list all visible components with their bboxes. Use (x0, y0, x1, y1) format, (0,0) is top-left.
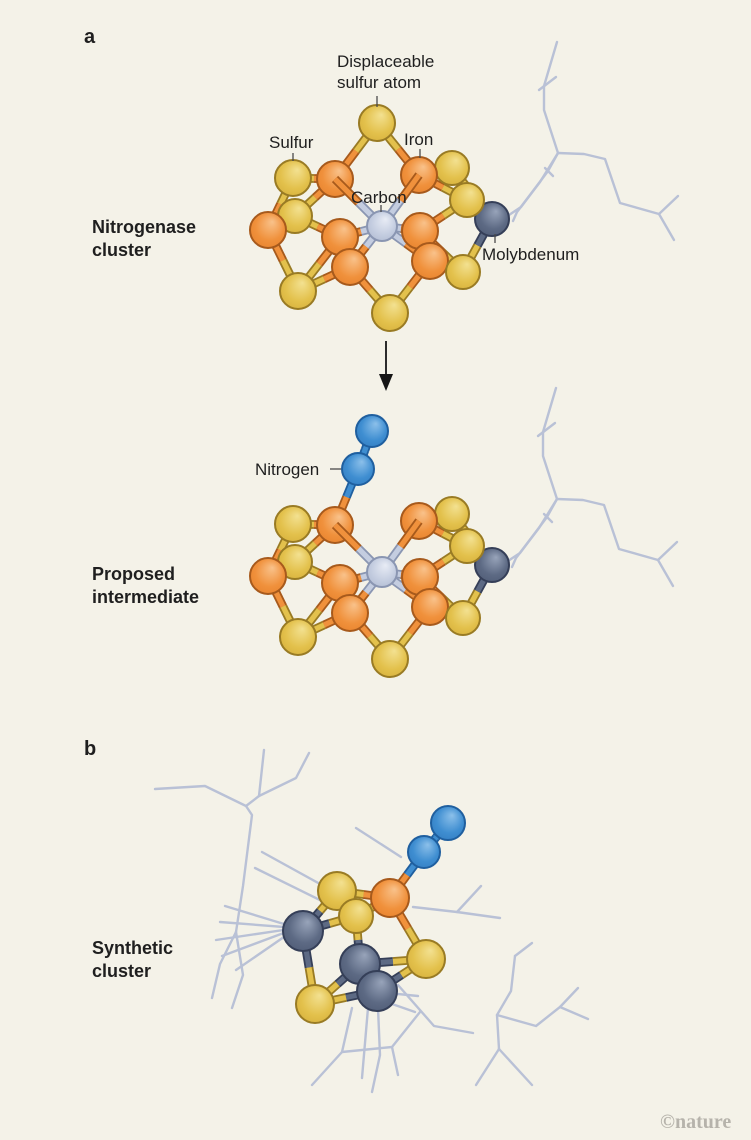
ligand-wire (474, 1047, 501, 1087)
atom-nitrogen (430, 805, 466, 841)
ligand-wire (354, 826, 403, 859)
ligand-wire (511, 151, 560, 223)
cluster2-title: Proposed intermediate (92, 564, 200, 607)
atom-sulfur (406, 939, 446, 979)
atom-sulfur (274, 159, 312, 197)
label-iron: Iron (404, 130, 434, 149)
atom-iron (331, 248, 369, 286)
panel-a-letter: a (84, 26, 96, 48)
ligand-wire (536, 421, 557, 438)
ligand-wire (543, 166, 555, 178)
ligand-wire (153, 784, 248, 808)
atom-sulfur (449, 528, 485, 564)
atom-carbon (366, 210, 398, 242)
ligand-wire (656, 558, 675, 588)
ligand-wire (340, 1010, 422, 1054)
panel-b-letter: b (84, 738, 97, 760)
atom-iron (370, 878, 410, 918)
ligand-wire (513, 941, 534, 958)
atom-carbon (366, 556, 398, 588)
ligand-wire (657, 194, 680, 216)
ligand-wire (253, 866, 332, 907)
ligand-wire (558, 1005, 590, 1021)
label-sulfur: Sulfur (269, 133, 314, 152)
atom-molybdenum (474, 547, 510, 583)
atom-iron (411, 242, 449, 280)
atom-sulfur (317, 871, 357, 911)
atom-nitrogen (407, 835, 441, 869)
atom-sulfur (445, 254, 481, 290)
ligand-wire (495, 954, 517, 1051)
atom-molybdenum (474, 201, 510, 237)
ligand-wire (495, 1005, 562, 1028)
ligand-wire (230, 930, 245, 1010)
cluster3-title: Synthetic cluster (92, 938, 174, 981)
atom-sulfur (358, 104, 396, 142)
atom-sulfur (449, 182, 485, 218)
label-carbon: Carbon (351, 188, 407, 207)
atom-nitrogen (341, 452, 375, 486)
ligand-wire (537, 75, 558, 92)
ligand-wire (555, 497, 660, 562)
label-nitrogen: Nitrogen (255, 460, 320, 479)
ligand-wire (370, 1006, 382, 1094)
atom-sulfur (274, 505, 312, 543)
ligand-wire (507, 151, 560, 217)
ligand-wire (411, 884, 483, 914)
annotations (292, 96, 496, 470)
atom-molybdenum (282, 910, 324, 952)
atom-iron (249, 557, 287, 595)
ligand-wire (542, 512, 554, 524)
atom-nitrogen (355, 414, 389, 448)
atom-sulfur (434, 496, 470, 532)
reaction-arrow-head (379, 374, 393, 391)
atom-sulfur (279, 272, 317, 310)
atom-iron (249, 211, 287, 249)
nitrogenase-cluster (249, 40, 680, 332)
proposed-intermediate (249, 386, 679, 678)
nature-watermark: ©nature (660, 1111, 732, 1133)
ligand-wire (541, 386, 559, 501)
atom-sulfur (371, 640, 409, 678)
atom-iron (411, 588, 449, 626)
atom-sulfur (279, 618, 317, 656)
atom-sulfur (295, 984, 335, 1024)
label-displaceable-sulfur-atom: Displaceable sulfur atom (337, 52, 435, 92)
ligand-wire (556, 151, 661, 216)
ligand-wire (497, 1047, 534, 1087)
ligand-wire (656, 540, 679, 562)
atom-iron (331, 594, 369, 632)
ligand-wire (455, 910, 502, 920)
label-molybdenum: Molybdenum (482, 245, 580, 264)
atom-molybdenum (356, 970, 398, 1012)
ligand-wire (558, 986, 580, 1009)
atom-sulfur (445, 600, 481, 636)
atom-sulfur (371, 294, 409, 332)
ligand-wire (542, 40, 560, 155)
atom-sulfur (434, 150, 470, 186)
ligand-wire (244, 748, 266, 808)
cluster1-title: Nitrogenase cluster (92, 217, 197, 260)
ligand-wire (506, 497, 559, 563)
ligand-wire (390, 1045, 400, 1077)
ligand-wire (396, 983, 475, 1035)
ligand-wire (257, 751, 311, 798)
synthetic-cluster (153, 748, 590, 1094)
ligand-wire (510, 497, 559, 569)
ligand-wire (210, 930, 238, 1000)
ligand-wire (360, 1006, 370, 1080)
atom-sulfur (338, 898, 374, 934)
ligand-wire (657, 212, 676, 242)
ligand-wire (234, 804, 254, 934)
